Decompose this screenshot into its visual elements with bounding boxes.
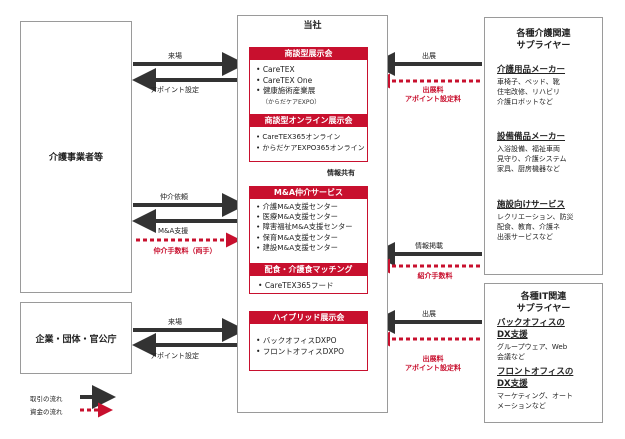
desc-line: 会議など [497,353,525,361]
equipment-maker-desc: 入浴設備、福祉車両 見守り、介護システム 家具、厨房機器など [497,144,567,174]
frontoffice-dx-title-1: フロントオフィスの [497,367,574,377]
it-suppliers-title-2: サプライヤー [516,304,571,314]
expo-subnote: （からだケアEXPO） [262,99,321,106]
desc-line: グループウェア、Web [497,343,568,351]
ma-item: 建設M&A支援センター [256,243,353,253]
legend-transaction-label: 取引の流れ [30,395,63,403]
hybrid-item: バックオフィスDXPO [256,336,344,347]
label-appointment-2: アポイント設定 [150,352,199,360]
online-expo-list: CareTEX365オンライン からだケアEXPO365オンライン [256,132,365,154]
desc-line: 見守り、介護システム [497,155,567,163]
facility-service-desc: レクリエーション、防災 配食、教育、介護ネ 出張サービスなど [497,212,573,242]
desc-line: メーションなど [497,402,546,410]
expo-list: CareTEX CareTEX One 健康施術産業展 [256,65,316,97]
equipment-maker-title: 設備備品メーカー [497,132,566,142]
online-expo-item: CareTEX365オンライン [256,132,365,143]
fee-line: アポイント設定料 [405,95,461,103]
it-suppliers-title-1: 各種IT関連 [520,292,567,302]
online-expo-header: 商談型オンライン展示会 [249,114,368,127]
label-info-listing: 情報掲載 [415,242,443,250]
ma-item: 介護M&A支援センター [256,202,353,212]
online-expo-item: からだケアEXPO365オンライン [256,143,364,154]
desc-line: 車椅子、ベッド、靴 [497,78,560,86]
label-brokerage-fee: 仲介手数料（両手） [153,247,217,255]
frontoffice-dx-desc: マーケティング、オート メーションなど [497,391,573,411]
fee-line: 出展料 [422,86,444,94]
ma-item: 医療M&A支援センター [256,212,353,222]
info-share-label: 情報共有 [327,169,355,177]
frontoffice-dx-title-2: DX支援 [497,379,528,389]
expo-item: 健康施術産業展 [256,86,316,97]
backoffice-dx-desc: グループウェア、Web 会議など [497,342,567,362]
matching-item: CareTEX365フード [258,281,334,292]
it-suppliers-box [484,283,603,423]
ma-list: 介護M&A支援センター 医療M&A支援センター 障害福祉M&A支援センター 保育… [256,202,353,253]
hybrid-header: ハイブリッド展示会 [249,311,368,324]
label-appointment: アポイント設定 [150,86,199,94]
facility-service-title: 施設向けサービス [497,200,566,210]
matching-list: CareTEX365フード [258,281,334,292]
hybrid-list: バックオフィスDXPO フロントオフィスDXPO [256,336,344,357]
label-exhibit-2: 出展 [422,310,436,318]
corporate-title: 企業・団体・官公庁 [35,335,117,345]
fee-line: 出展料 [422,355,444,363]
care-goods-maker-desc: 車椅子、ベッド、靴 住宅改修、リハビリ 介護ロボットなど [497,77,560,107]
desc-line: レクリエーション、防災 [497,213,574,221]
desc-line: 出張サービスなど [497,233,553,241]
fee-line: アポイント設定料 [405,364,461,372]
ma-header: M&A仲介サービス [249,186,368,199]
ma-item: 保育M&A支援センター [256,233,353,243]
label-visit: 来場 [168,52,182,60]
desc-line: マーケティング、オート [497,392,573,400]
legend-money-label: 資金の流れ [30,408,63,416]
desc-line: 配食、教育、介護ネ [497,223,560,231]
matching-header: 配食・介護食マッチング [249,263,368,276]
label-exhibit: 出展 [422,52,436,60]
care-suppliers-box [484,17,603,275]
backoffice-dx-title-2: DX支援 [497,330,528,340]
care-operators-title: 介護事業者等 [48,153,103,163]
expo-header: 商談型展示会 [249,47,368,60]
care-suppliers-title-2: サプライヤー [516,41,571,51]
label-brokerage-request: 仲介依頼 [160,193,188,201]
label-visit-2: 来場 [168,318,182,326]
label-ma-support: M&A支援 [158,227,189,235]
desc-line: 入浴設備、福祉車両 [497,145,560,153]
expo-item: CareTEX One [256,76,315,87]
label-referral-fee: 紹介手数料 [417,272,453,280]
desc-line: 介護ロボットなど [497,98,553,106]
label-exhibit-fee: 出展料 アポイント設定料 [398,86,468,104]
care-operators-box [20,21,132,293]
expo-item: CareTEX [256,65,315,76]
corporate-box [20,302,132,374]
hybrid-item: フロントオフィスDXPO [256,347,344,358]
desc-line: 家具、厨房機器など [497,165,560,173]
care-suppliers-title-1: 各種介護関連 [516,29,571,39]
label-exhibit-fee-2: 出展料 アポイント設定料 [398,355,468,373]
care-goods-maker-title: 介護用品メーカー [497,65,566,75]
desc-line: 住宅改修、リハビリ [497,88,560,96]
ma-item: 障害福祉M&A支援センター [256,222,353,232]
backoffice-dx-title-1: バックオフィスの [497,318,565,328]
company-title: 当社 [303,21,322,31]
